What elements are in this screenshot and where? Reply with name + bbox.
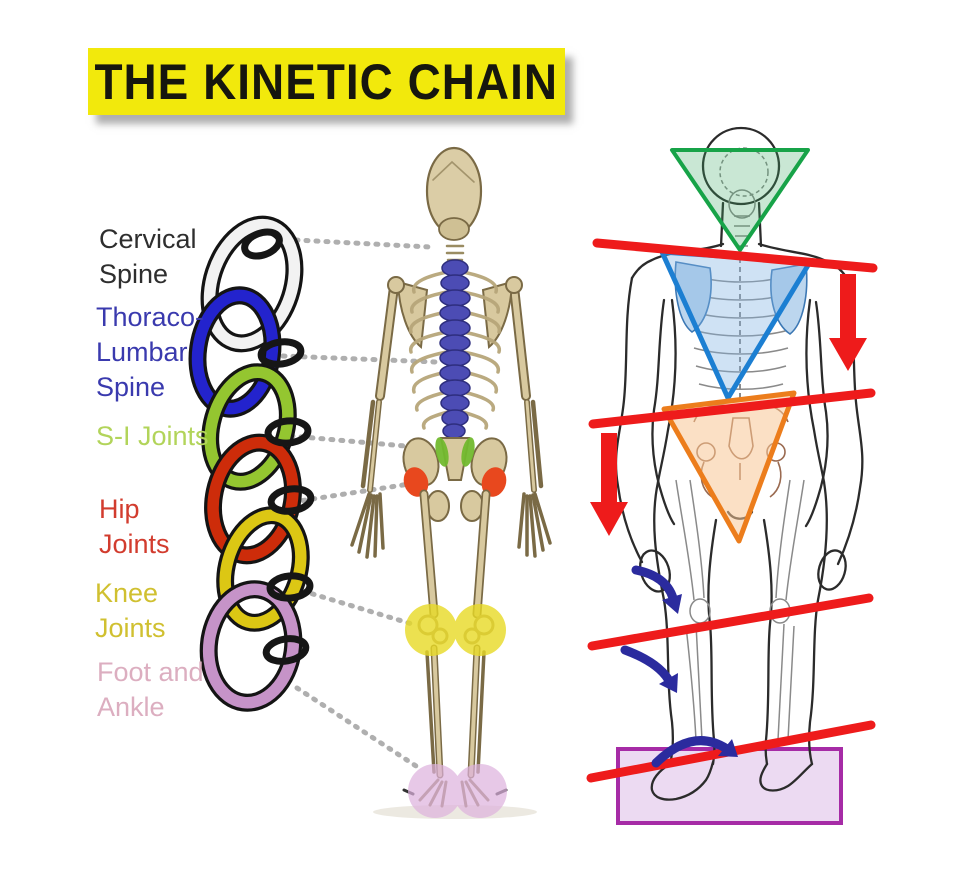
chain-junction-rings — [241, 228, 315, 665]
skeleton-scapulae — [387, 276, 523, 349]
tilt-lines — [586, 238, 878, 783]
pelvis-triangle — [661, 390, 797, 544]
rotation-arrowhead-3 — [718, 739, 738, 757]
knee-tilt-line — [587, 593, 874, 651]
skeleton-arms — [350, 282, 552, 559]
rotation-arrow-knee-lower — [620, 645, 673, 684]
chain-of-links — [188, 215, 315, 712]
label-si-joints: S-I Joints — [96, 421, 209, 451]
rotation-arrows — [620, 565, 738, 768]
shoulder-tilt-line — [592, 238, 878, 273]
connector-sacrum — [288, 433, 431, 451]
pelvis-tilt-line — [588, 388, 876, 429]
connector-knee — [290, 585, 415, 627]
connector-neck — [293, 237, 433, 250]
rotation-arrow-knee-upper — [631, 565, 678, 603]
cervical-chain-link — [200, 215, 304, 353]
si-chain-link — [201, 363, 297, 491]
rotation-arrow-ankle — [651, 736, 732, 768]
hip-joints-highlight — [403, 467, 507, 497]
label-cervical-spine: Cervical Spine — [99, 224, 197, 289]
knee-joints-highlight — [405, 604, 506, 656]
label-knee-joints: Knee Joints — [95, 578, 166, 643]
hip-chain-link — [204, 433, 302, 565]
foot-ankle-highlight — [408, 764, 507, 818]
connector-spine — [280, 353, 439, 365]
title-banner: THE KINETIC CHAIN — [88, 48, 565, 115]
label-foot-and-ankle: Foot and Ankle — [97, 657, 204, 722]
label-thoraco-lumbar-spine: Thoraco- Lumbar Spine — [96, 302, 205, 402]
thoraco-lumbar-spine-highlight — [439, 259, 471, 439]
drop-arrow-right — [829, 274, 867, 371]
drop-arrow-left — [590, 433, 628, 536]
si-joints-highlight — [435, 437, 475, 467]
skeleton-skull — [425, 146, 483, 262]
foot-chain-link — [199, 580, 303, 712]
drop-arrows — [590, 274, 867, 536]
rotation-arrowhead-2 — [659, 673, 678, 693]
thoraco-lumbar-chain-link — [188, 286, 282, 418]
rotation-arrowhead-1 — [662, 594, 682, 614]
alignment-figure — [586, 126, 878, 825]
skeleton-figure — [350, 146, 552, 819]
head-triangle — [670, 148, 810, 252]
connector-ankle — [294, 685, 419, 769]
skeleton-hand-left — [350, 492, 385, 559]
label-hip-joints: Hip Joints — [99, 494, 170, 559]
page-title: THE KINETIC CHAIN — [94, 52, 559, 110]
skeleton-hand-right — [517, 492, 552, 558]
chain-to-skeleton-connectors — [280, 237, 439, 769]
